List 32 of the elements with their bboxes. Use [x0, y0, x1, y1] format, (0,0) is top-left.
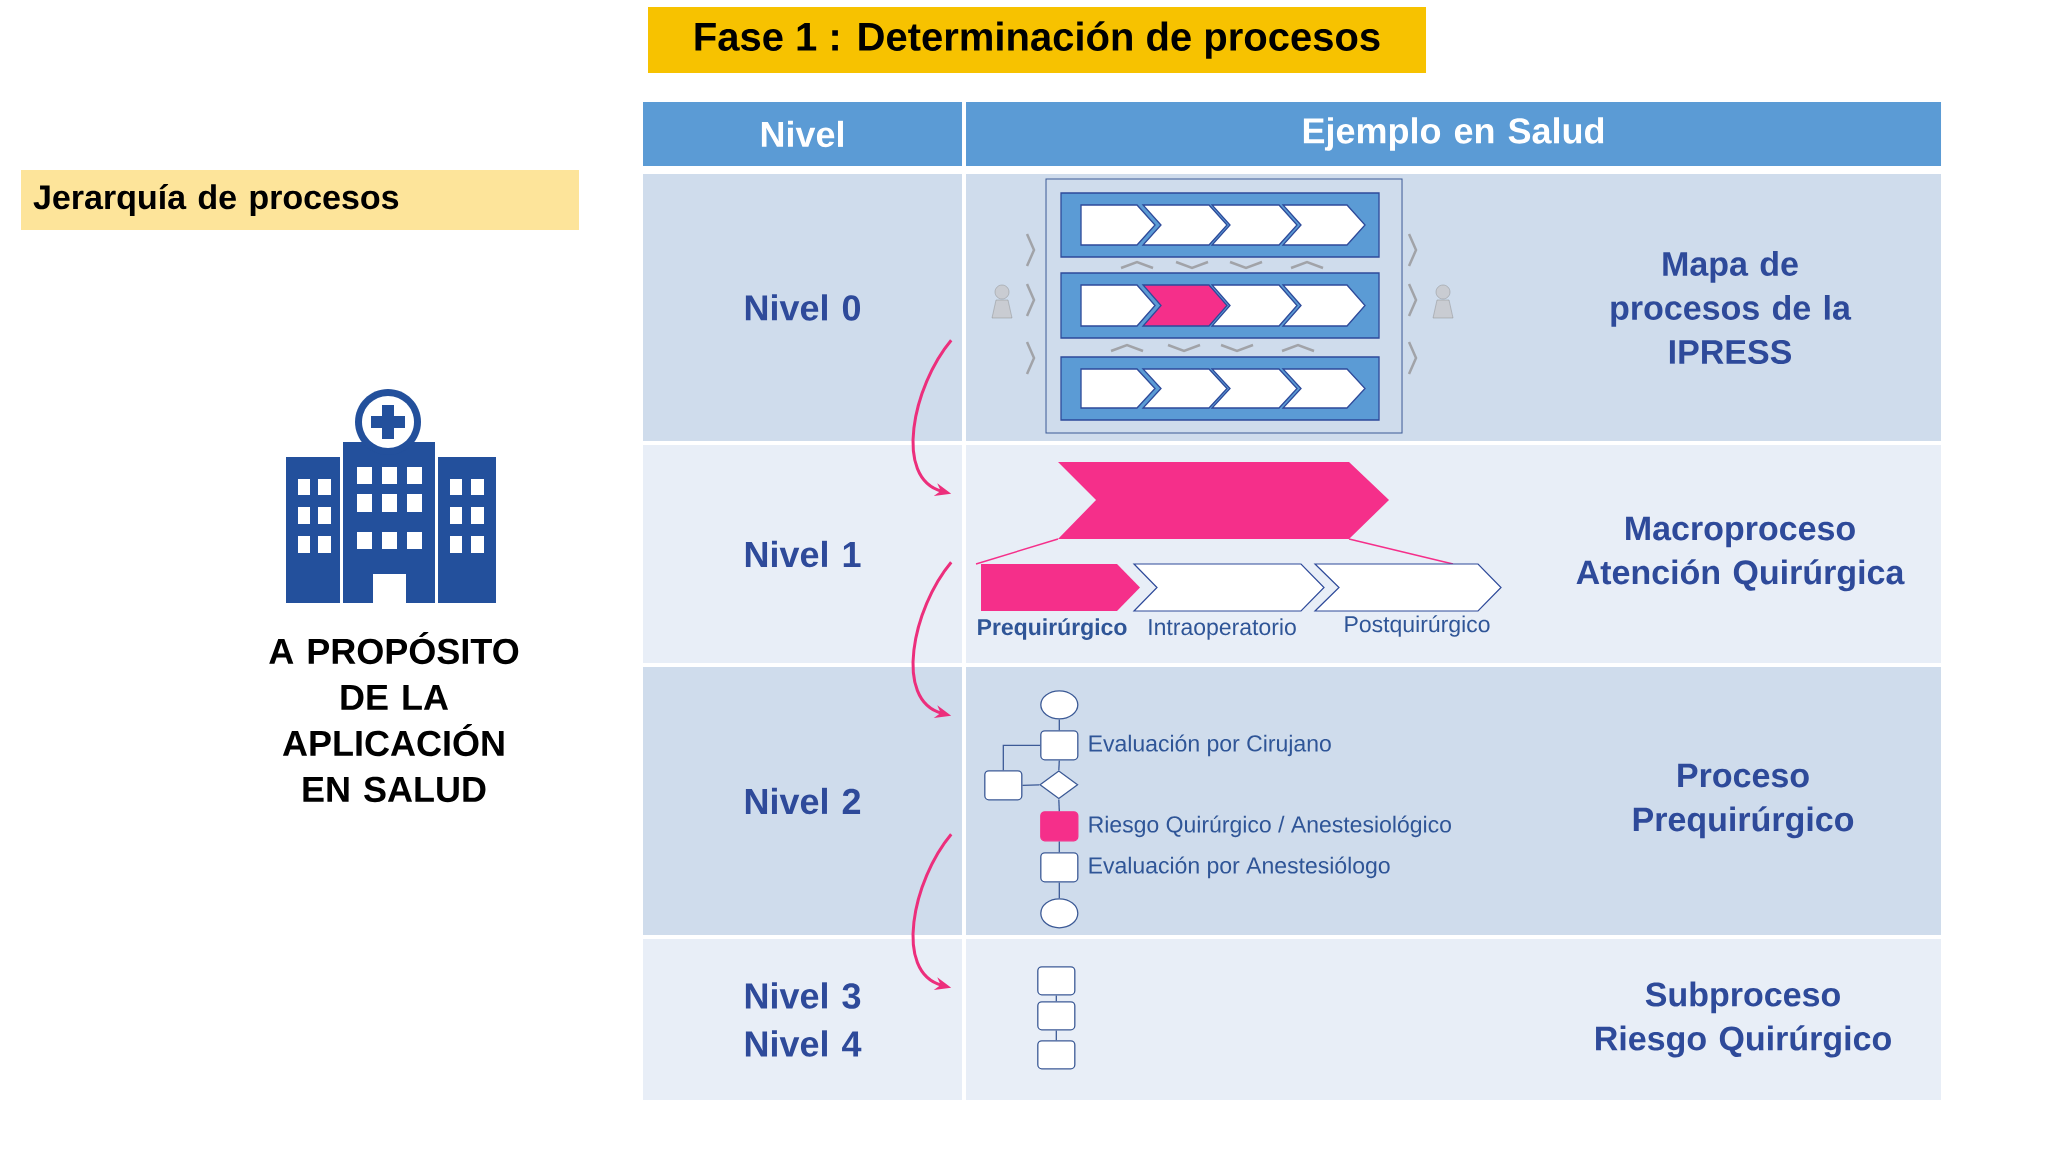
- caption-text: A PROPÓSITO DE LA APLICACIÓN EN SALUD: [269, 631, 519, 803]
- level-cell: Nivel 0: [643, 174, 962, 441]
- connector-line: [1002, 744, 1041, 771]
- process-box: [1037, 1040, 1076, 1070]
- header-cell: Ejemplo en Salud: [966, 102, 1941, 166]
- connector-line: [1055, 1029, 1057, 1041]
- stage-label: Intraoperatorio: [1149, 618, 1296, 640]
- connector-line: [1058, 840, 1060, 853]
- decision-diamond: [1039, 770, 1079, 800]
- stage-label: Prequirúrgico: [978, 618, 1127, 640]
- node-label: Evaluación por Anestesiólogo: [1089, 856, 1390, 879]
- node-label: Riesgo Quirúrgico / Anestesiológico: [1089, 815, 1451, 838]
- table-cell: Subproceso Riesgo Quirúrgico: [966, 939, 1941, 1100]
- connector-line: [1021, 784, 1040, 786]
- connector-line: [1058, 759, 1060, 771]
- title-banner: Fase 1 : Determinación de procesos: [648, 7, 1426, 73]
- connector-line: [1058, 798, 1060, 812]
- section-label: Jerarquía de procesos: [21, 170, 579, 230]
- node-label: Evaluación por Cirujano: [1089, 734, 1331, 757]
- process-box: [984, 770, 1023, 801]
- process-box: [1037, 1001, 1076, 1031]
- level-cell: Nivel 1: [643, 445, 962, 663]
- process-box: [1037, 966, 1076, 996]
- connector-line: [1058, 881, 1060, 899]
- connector-line: [1058, 718, 1060, 731]
- level-cell: Nivel 3 Nivel 4: [643, 939, 962, 1100]
- level-cell: Nivel 2: [643, 667, 962, 935]
- header-cell: Nivel: [643, 102, 962, 166]
- stage-label: Postquirúrgico: [1345, 615, 1490, 637]
- connector-line: [1055, 994, 1057, 1002]
- terminal-oval: [1040, 898, 1079, 929]
- terminal-oval: [1040, 690, 1079, 720]
